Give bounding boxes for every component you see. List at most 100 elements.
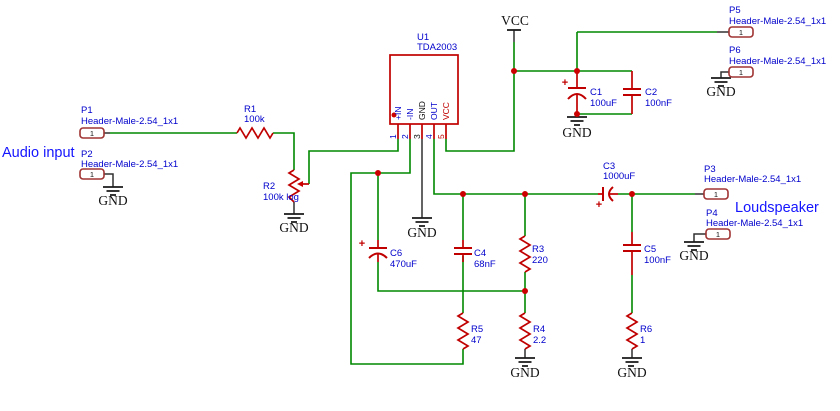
capacitor-c1[interactable]: + C1 100uF: [562, 71, 617, 114]
gnd-symbol-c1: [567, 116, 587, 126]
header-p4[interactable]: 1 P4 Header-Male-2.54_1x1: [705, 208, 803, 240]
wire-out-rail[interactable]: [433, 139, 598, 195]
p4-ref: P4: [706, 208, 718, 219]
junction-dot: [574, 68, 580, 74]
c3-value: 1000uF: [603, 171, 635, 182]
c3-ref: C3: [603, 161, 615, 172]
gnd-label-p4: GND: [679, 248, 708, 263]
u1-pin-number-1: 1: [388, 134, 398, 139]
gnd-symbol-u1: [412, 217, 432, 227]
p5-ref: P5: [729, 5, 741, 16]
u1-pin-name-vcc: VCC: [441, 102, 451, 120]
u1-pin-number-2: 2: [400, 134, 410, 139]
header-p5[interactable]: 1 P5 Header-Male-2.54_1x1: [728, 5, 826, 38]
wire-pin5-to-vcc[interactable]: [445, 71, 515, 152]
u1-pin-number-3: 3: [412, 134, 422, 139]
junction-dot: [522, 191, 528, 197]
c2-plates: [623, 88, 641, 96]
capacitor-c6[interactable]: + C6 470uF: [359, 238, 417, 270]
r6-value: 1: [640, 335, 645, 346]
u1-pin-number-5: 5: [436, 134, 446, 139]
u1-pin-name-plus-in: +IN: [393, 107, 403, 120]
resistor-r5[interactable]: R5 47: [456, 312, 483, 350]
gnd-label-p2: GND: [98, 193, 127, 208]
gnd-label-p6: GND: [706, 84, 735, 99]
resistor-r6[interactable]: R6 1: [625, 312, 652, 350]
p2-ref: P2: [81, 149, 93, 160]
ic-u1-tda2003[interactable]: U1 TDA2003 +IN -IN GND OUT VCC 1 2 3 4 5: [388, 32, 459, 139]
c6-value: 470uF: [390, 259, 417, 270]
capacitor-c2[interactable]: C2 100nF: [623, 71, 672, 114]
p6-part: Header-Male-2.54_1x1: [729, 56, 826, 67]
p5-pin-box: [728, 26, 754, 38]
r4-body: [518, 312, 532, 350]
p4-pin-box: [705, 228, 731, 240]
potentiometer-r2[interactable]: R2 100k log: [263, 169, 309, 203]
junction-dot: [460, 191, 466, 197]
p3-part: Header-Male-2.54_1x1: [704, 174, 801, 185]
p6-pin-box: [728, 66, 754, 78]
p4-part: Header-Male-2.54_1x1: [706, 218, 803, 229]
p2-part: Header-Male-2.54_1x1: [81, 159, 178, 170]
gnd-label-u1: GND: [407, 225, 436, 240]
vcc-flag[interactable]: VCC: [501, 13, 529, 31]
p3-pin-number: 1: [714, 190, 718, 199]
r6-ref: R6: [640, 324, 652, 335]
gnd-label-c1: GND: [562, 125, 591, 140]
lead-p4-gnd: [693, 233, 706, 242]
gnd-symbol-p2: [103, 186, 123, 196]
c5-plates: [623, 244, 641, 252]
capacitor-c5[interactable]: C5 100nF: [623, 232, 671, 275]
p1-ref: P1: [81, 105, 93, 116]
u1-ref: U1: [417, 32, 429, 43]
gnd-label-r6: GND: [617, 365, 646, 380]
c1-polarity: +: [562, 77, 568, 89]
resistor-r4[interactable]: R4 2.2: [518, 312, 546, 350]
r2-body: [287, 169, 301, 203]
capacitor-c3[interactable]: + C3 1000uF: [596, 161, 636, 211]
header-p3[interactable]: 1 P3 Header-Male-2.54_1x1: [703, 164, 801, 200]
wire-wiper-to-pin1[interactable]: [308, 139, 399, 184]
vcc-label: VCC: [501, 13, 529, 28]
r1-body: [236, 126, 274, 140]
p1-pin-box: [79, 127, 105, 139]
c6-polarity: +: [359, 238, 365, 250]
wire-pin2-feedback[interactable]: [350, 139, 464, 365]
r2-ref: R2: [263, 181, 275, 192]
wire-c6-bottom-rail[interactable]: [377, 262, 525, 292]
c5-ref: C5: [644, 244, 656, 255]
gnd-symbols[interactable]: GND GND GND GND GND GND GND GND: [98, 77, 736, 380]
header-p6[interactable]: 1 P6 Header-Male-2.54_1x1: [728, 45, 826, 78]
p2-pin-box: [79, 168, 105, 180]
u1-pin1-marker: [391, 112, 397, 118]
wire-r1-to-r2[interactable]: [273, 132, 295, 170]
r3-ref: R3: [532, 244, 544, 255]
u1-pin-name-minus-in: -IN: [405, 109, 415, 120]
p6-ref: P6: [729, 45, 741, 56]
lead-p2-gnd: [104, 173, 114, 187]
c2-value: 100nF: [645, 98, 672, 109]
c3-polarity: +: [596, 199, 602, 211]
c5-value: 100nF: [644, 255, 671, 266]
resistor-r1[interactable]: R1 100k: [236, 104, 274, 140]
gnd-symbol-p4: [684, 241, 704, 251]
c1-ref: C1: [590, 87, 602, 98]
r3-body: [518, 235, 532, 273]
header-p1[interactable]: 1 P1 Header-Male-2.54_1x1: [79, 105, 178, 139]
p3-ref: P3: [704, 164, 716, 175]
p4-pin-number: 1: [716, 230, 720, 239]
gnd-symbol-r6: [622, 357, 642, 367]
p3-pin-box: [703, 188, 729, 200]
r4-value: 2.2: [533, 335, 546, 346]
u1-pin-name-gnd: GND: [417, 101, 427, 120]
c2-ref: C2: [645, 87, 657, 98]
c6-ref: C6: [390, 248, 402, 259]
capacitor-c4[interactable]: C4 68nF: [454, 240, 496, 270]
p1-part: Header-Male-2.54_1x1: [81, 116, 178, 127]
resistor-r3[interactable]: R3 220: [518, 235, 548, 273]
p1-pin-number: 1: [90, 129, 94, 138]
u1-value: TDA2003: [417, 42, 457, 53]
header-p2[interactable]: 1 P2 Header-Male-2.54_1x1: [79, 149, 178, 180]
c1-value: 100uF: [590, 98, 617, 109]
